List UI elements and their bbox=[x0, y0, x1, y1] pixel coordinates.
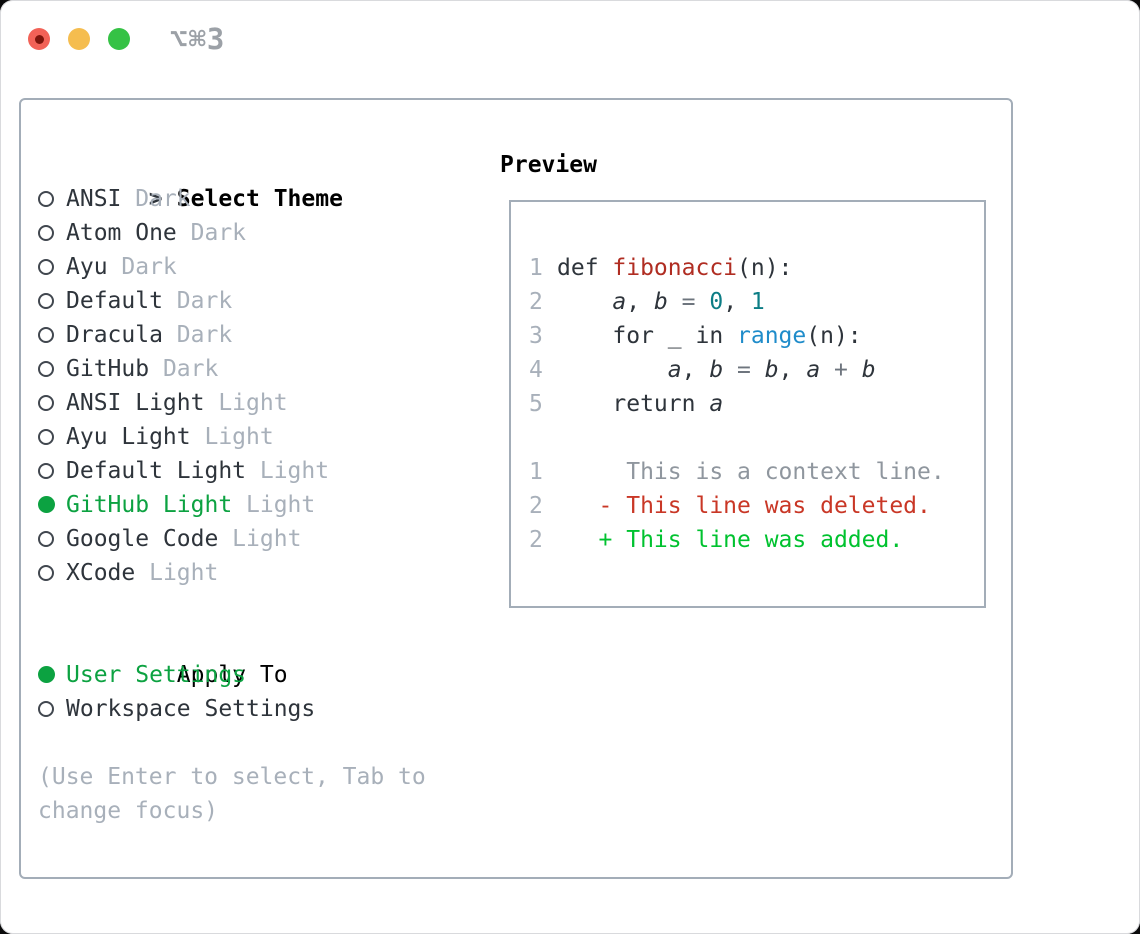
line-number: 1 bbox=[529, 459, 543, 485]
preview-title: Preview bbox=[500, 152, 597, 178]
apply-to-option[interactable]: User Settings bbox=[38, 658, 426, 692]
variant-label: Light bbox=[246, 458, 330, 484]
option-label: Ayu bbox=[66, 254, 108, 280]
radio-selected-icon bbox=[38, 658, 66, 692]
theme-item[interactable]: GitHub Light Light bbox=[38, 488, 426, 522]
option-label: XCode bbox=[66, 560, 136, 586]
option-label: Default Light bbox=[66, 458, 247, 484]
line-number: 3 bbox=[529, 323, 543, 349]
apply-to-header: Apply To bbox=[38, 624, 426, 688]
variant-label: Dark bbox=[107, 254, 177, 280]
radio-icon bbox=[38, 692, 66, 726]
variant-label: Dark bbox=[176, 220, 247, 246]
theme-item[interactable]: ANSI Light Light bbox=[38, 386, 426, 420]
radio-icon bbox=[38, 522, 66, 556]
titlebar: ⌥⌘3 bbox=[28, 22, 225, 56]
theme-item[interactable]: Dracula Dark bbox=[38, 318, 426, 352]
option-label: Dracula bbox=[66, 322, 163, 348]
option-label: Default bbox=[66, 288, 163, 314]
radio-selected-icon bbox=[38, 488, 66, 522]
theme-item[interactable]: GitHub Dark bbox=[38, 352, 426, 386]
apply-to-option[interactable]: Workspace Settings bbox=[38, 692, 426, 726]
line-number: 2 bbox=[529, 289, 543, 315]
code-line: 2 - This line was deleted. bbox=[529, 489, 984, 523]
apply-to-title: Apply To bbox=[176, 662, 288, 688]
theme-list-title: Select Theme bbox=[176, 186, 343, 212]
variant-label: Light bbox=[135, 560, 219, 586]
spacer bbox=[38, 590, 426, 624]
variant-label: Dark bbox=[149, 356, 219, 382]
code-line: 4 a, b = b, a + b bbox=[529, 353, 984, 387]
theme-item[interactable]: XCode Light bbox=[38, 556, 426, 590]
theme-item[interactable]: Atom One Dark bbox=[38, 216, 426, 250]
option-label: ANSI bbox=[66, 186, 122, 212]
radio-icon bbox=[38, 250, 66, 284]
option-label: GitHub bbox=[66, 356, 150, 382]
option-label: Atom One bbox=[66, 220, 177, 246]
zoom-button[interactable] bbox=[108, 28, 130, 50]
theme-item[interactable]: Default Light Light bbox=[38, 454, 426, 488]
radio-icon bbox=[38, 216, 66, 250]
line-number: 2 bbox=[529, 527, 543, 553]
prompt-icon: > bbox=[148, 186, 163, 212]
minimize-button[interactable] bbox=[68, 28, 90, 50]
theme-item[interactable]: Ayu Dark bbox=[38, 250, 426, 284]
line-number: 2 bbox=[529, 493, 543, 519]
theme-list-header: > Select Theme bbox=[38, 148, 426, 212]
code-line bbox=[529, 421, 984, 455]
code-line: 3 for _ in range(n): bbox=[529, 319, 984, 353]
radio-icon bbox=[38, 284, 66, 318]
close-button[interactable] bbox=[28, 28, 50, 50]
radio-icon bbox=[38, 182, 66, 216]
variant-label: Dark bbox=[121, 186, 191, 212]
option-label: ANSI Light bbox=[66, 390, 205, 416]
code-line: 2 a, b = 0, 1 bbox=[529, 285, 984, 319]
theme-item[interactable]: Google Code Light bbox=[38, 522, 426, 556]
option-label: User Settings bbox=[66, 662, 247, 688]
option-label: GitHub Light bbox=[66, 492, 233, 518]
variant-label: Light bbox=[218, 526, 302, 552]
variant-label: Light bbox=[190, 424, 274, 450]
hint-line-1: (Use Enter to select, Tab to bbox=[38, 764, 426, 790]
radio-icon bbox=[38, 454, 66, 488]
option-label: Google Code bbox=[66, 526, 219, 552]
option-label: Workspace Settings bbox=[66, 696, 316, 722]
radio-icon bbox=[38, 556, 66, 590]
radio-icon bbox=[38, 386, 66, 420]
variant-label: Light bbox=[232, 492, 316, 518]
radio-icon bbox=[38, 352, 66, 386]
theme-item[interactable]: Ayu Light Light bbox=[38, 420, 426, 454]
line-number: 1 bbox=[529, 255, 543, 281]
theme-item[interactable]: ANSI Dark bbox=[38, 182, 426, 216]
radio-icon bbox=[38, 318, 66, 352]
radio-icon bbox=[38, 420, 66, 454]
line-number: 5 bbox=[529, 391, 543, 417]
code-line: 5 return a bbox=[529, 387, 984, 421]
variant-label: Dark bbox=[162, 322, 233, 348]
theme-item[interactable]: Default Dark bbox=[38, 284, 426, 318]
window-title: ⌥⌘3 bbox=[170, 22, 226, 56]
hint-line-2: change focus) bbox=[38, 798, 219, 824]
line-number: 4 bbox=[529, 357, 543, 383]
code-line: 1 This is a context line. bbox=[529, 455, 984, 489]
option-label: Ayu Light bbox=[66, 424, 191, 450]
variant-label: Dark bbox=[162, 288, 233, 314]
code-line: 2 + This line was added. bbox=[529, 523, 984, 557]
variant-label: Light bbox=[204, 390, 288, 416]
spacer bbox=[38, 726, 426, 760]
